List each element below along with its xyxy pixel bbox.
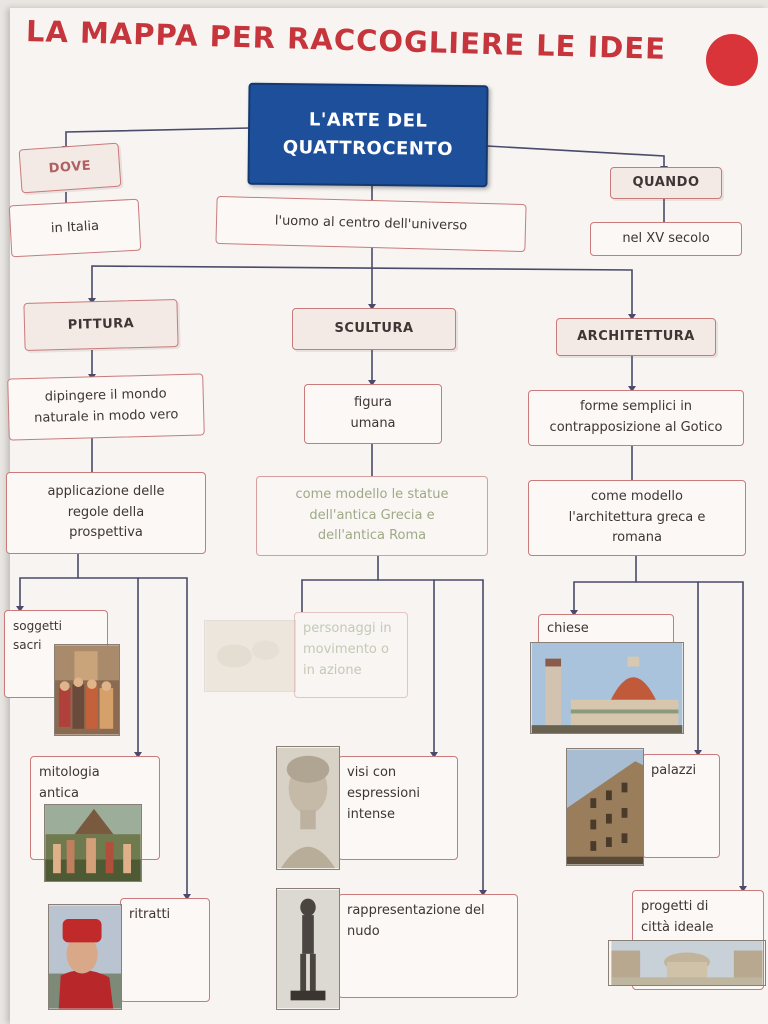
ideal-city-image — [608, 940, 766, 986]
pittura-desc1-box: dipingere il mondo naturale in modo vero — [7, 373, 205, 441]
architettura-desc2: come modello l'architettura greca e roma… — [568, 488, 706, 546]
leaf-visi-label: visi con espressioni intense — [347, 765, 421, 822]
leaf-citta-label: progetti di città ideale — [641, 899, 714, 935]
leaf-personaggi: personaggi in movimento o in azione — [294, 612, 408, 698]
architettura-desc1-box: forme semplici in contrapposizione al Go… — [528, 390, 744, 446]
connector-quando — [486, 145, 665, 168]
leaf-palazzi: palazzi — [642, 754, 720, 858]
dove-box: DOVE — [18, 142, 122, 194]
leaf-visi: visi con espressioni intense — [338, 756, 458, 860]
scultura-desc2: come modello le statue dell'antica Greci… — [295, 486, 449, 544]
quando-box: QUANDO — [610, 167, 722, 199]
leaf-palazzi-label: palazzi — [651, 763, 697, 778]
connector-nudo — [434, 579, 484, 894]
connector-ritratti — [138, 577, 188, 898]
leaf-personaggi-label: personaggi in movimento o in azione — [303, 621, 392, 678]
church-duomo-image — [530, 642, 684, 734]
portrait-image — [48, 904, 122, 1010]
sculpture-relief-image — [204, 620, 296, 692]
architettura-desc2-box: come modello l'architettura greca e roma… — [528, 480, 746, 556]
leaf-chiese-label: chiese — [547, 621, 589, 636]
painting-mythology-image — [44, 804, 142, 882]
connector-dove — [65, 127, 251, 148]
connector-categories — [91, 265, 633, 318]
center-value-box: l'uomo al centro dell'universo — [215, 195, 527, 253]
main-topic-label: L'ARTE DEL QUATTROCENTO — [282, 109, 454, 160]
architettura-label: ARCHITETTURA — [577, 328, 695, 344]
painting-sacred-image — [54, 644, 120, 736]
scultura-box: SCULTURA — [292, 308, 456, 350]
leaf-soggetti-label: soggetti sacri — [13, 619, 62, 653]
architettura-desc1: forme semplici in contrapposizione al Go… — [549, 399, 723, 435]
scultura-desc2-box: come modello le statue dell'antica Greci… — [256, 476, 488, 556]
quando-label: QUANDO — [632, 174, 700, 190]
scultura-desc1-box: figura umana — [304, 384, 442, 444]
red-circle-decoration — [706, 34, 758, 86]
quando-value-box: nel XV secolo — [590, 222, 742, 256]
pittura-desc2-box: applicazione delle regole della prospett… — [6, 472, 206, 554]
scultura-desc1: figura umana — [350, 395, 396, 431]
pittura-label: PITTURA — [67, 315, 135, 333]
leaf-nudo-label: rappresentazione del nudo — [347, 903, 485, 939]
connector-personaggi — [301, 556, 379, 612]
main-topic-box: L'ARTE DEL QUATTROCENTO — [247, 82, 489, 188]
scultura-label: SCULTURA — [334, 320, 414, 336]
dove-value-box: in Italia — [8, 198, 142, 258]
connector-citta — [698, 581, 744, 890]
quando-value: nel XV secolo — [622, 230, 710, 246]
pittura-desc1: dipingere il mondo naturale in modo vero — [33, 386, 179, 426]
connector-chiese — [573, 556, 637, 614]
pittura-box: PITTURA — [23, 298, 179, 352]
leaf-mitologia-label: mitologia antica — [39, 765, 100, 801]
dove-value: in Italia — [50, 218, 100, 236]
leaf-nudo: rappresentazione del nudo — [338, 894, 518, 998]
connector-soggetti — [19, 554, 79, 610]
architettura-box: ARCHITETTURA — [556, 318, 716, 356]
sculpture-david-image — [276, 888, 340, 1010]
sculpture-face-image — [276, 746, 340, 870]
center-value: l'uomo al centro dell'universo — [274, 213, 468, 234]
leaf-ritratti: ritratti — [120, 898, 210, 1002]
pittura-desc2: applicazione delle regole della prospett… — [47, 483, 165, 541]
leaf-ritratti-label: ritratti — [129, 907, 171, 922]
dove-label: DOVE — [48, 158, 92, 177]
palace-image — [566, 748, 644, 866]
